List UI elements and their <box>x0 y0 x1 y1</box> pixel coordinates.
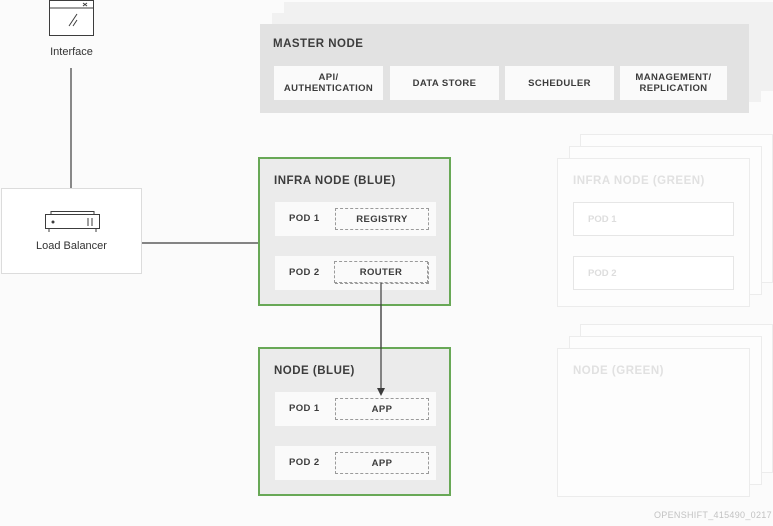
master-component-api-auth: API/AUTHENTICATION <box>274 66 383 100</box>
load-balancer-icon <box>45 211 100 232</box>
node-blue-pod-1: POD 1 APP <box>275 392 436 426</box>
master-component-management: MANAGEMENT/REPLICATION <box>620 66 727 100</box>
interface-label: Interface <box>50 46 93 58</box>
infra-green-pod-2: POD 2 <box>573 256 734 290</box>
node-blue-pod-2: POD 2 APP <box>275 446 436 480</box>
infra-green-pod-1: POD 1 <box>573 202 734 236</box>
app-component: APP <box>335 452 429 474</box>
load-balancer-label: Load Balancer <box>36 240 107 252</box>
load-balancer-box: Load Balancer <box>1 188 142 274</box>
infra-node-green: INFRA NODE (GREEN) POD 1 POD 2 <box>557 158 750 307</box>
master-node: MASTER NODE API/AUTHENTICATION DATA STOR… <box>260 24 749 113</box>
app-component: APP <box>335 398 429 420</box>
master-component-data-store: DATA STORE <box>390 66 499 100</box>
registry-component: REGISTRY <box>335 208 429 230</box>
infra-blue-pod-1: POD 1 REGISTRY <box>275 202 436 236</box>
node-green: NODE (GREEN) <box>557 348 750 497</box>
node-green-title: NODE (GREEN) <box>573 365 664 377</box>
master-node-title: MASTER NODE <box>273 38 364 50</box>
router-component-overlay: ROUTER <box>334 261 428 283</box>
infra-node-green-title: INFRA NODE (GREEN) <box>573 175 705 187</box>
node-blue-title: NODE (BLUE) <box>274 365 355 377</box>
figure-code: OPENSHIFT_415490_0217 <box>654 510 772 520</box>
infra-node-blue-title: INFRA NODE (BLUE) <box>274 175 396 187</box>
node-blue: NODE (BLUE) POD 1 APP POD 2 APP <box>258 347 451 496</box>
interface-window-icon <box>49 0 94 36</box>
master-component-scheduler: SCHEDULER <box>505 66 614 100</box>
